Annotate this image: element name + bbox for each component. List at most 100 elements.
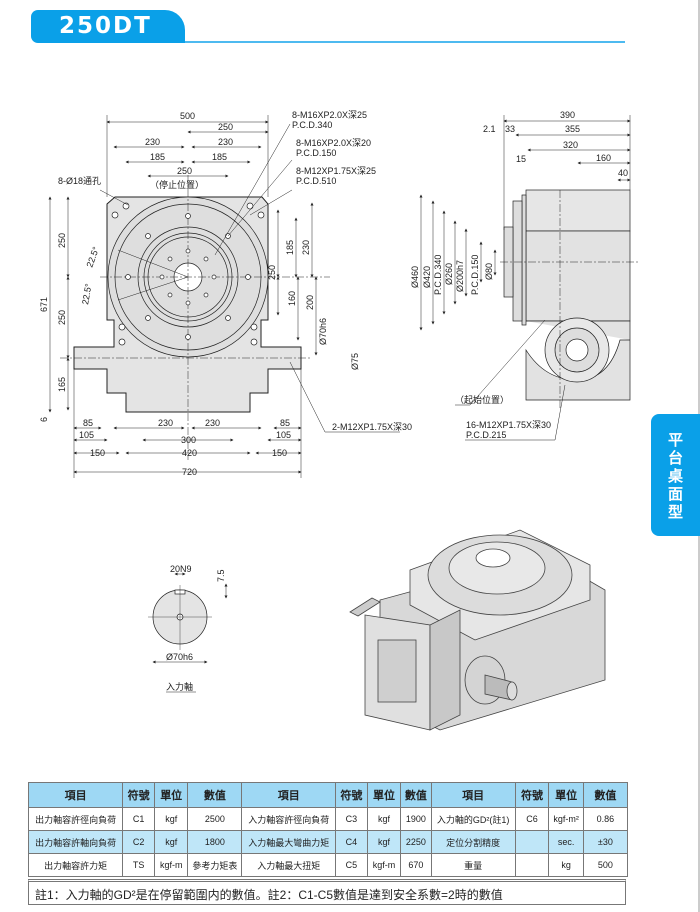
col-header: 單位	[366, 782, 402, 808]
cell: kgf	[366, 807, 402, 831]
callout-label: 8-M16XP2.0X深20	[296, 138, 371, 148]
model-header-tab: 250DT	[31, 10, 185, 43]
cell: 0.86	[582, 807, 629, 831]
cell: kgf	[154, 807, 189, 831]
isometric-render	[349, 529, 606, 731]
dim-label: 160	[596, 153, 611, 163]
spec-table: 項目 符號 單位 數值 項目 符號 單位 數值 項目 符號 單位 數值 出力軸容…	[27, 782, 629, 877]
cell: 出力軸容許力矩	[27, 853, 124, 877]
dim-label: 105	[276, 430, 291, 440]
spec-header-row: 項目 符號 單位 數值 項目 符號 單位 數值 項目 符號 單位 數值	[27, 782, 629, 808]
angle-label: 22.5°	[80, 282, 94, 305]
cell: 參考力矩表	[187, 853, 243, 877]
cell: kgf	[366, 830, 402, 854]
dim-label: 15	[516, 154, 526, 164]
col-header: 項目	[27, 782, 124, 808]
col-header: 數值	[582, 782, 629, 808]
cell: 入力軸的GD²(註1)	[430, 807, 516, 831]
cell	[514, 853, 550, 877]
dim-label: Ø260	[444, 263, 454, 285]
cell: 入力軸容許徑向負荷	[241, 807, 337, 831]
dim-label: 105	[79, 430, 94, 440]
shaft-detail-labels: 20N9 7.5 Ø70h6 入力軸	[166, 564, 226, 692]
dim-label: 230	[301, 240, 311, 255]
callout-label: P.C.D.150	[296, 148, 336, 158]
col-header: 單位	[154, 782, 189, 808]
model-title: 250DT	[59, 13, 152, 39]
cell	[514, 830, 550, 854]
dim-label: 2.1	[483, 124, 496, 134]
cell: 2250	[400, 830, 432, 854]
dim-label: P.C.D.340	[433, 255, 443, 295]
dim-label: 185	[150, 152, 165, 162]
start-position-label: （起始位置）	[455, 394, 509, 405]
cell: kgf-m	[154, 853, 189, 877]
tap-callout-label: 2-M12XP1.75X深30	[332, 422, 412, 432]
dim-label: 85	[83, 418, 93, 428]
through-hole-label: 8-Ø18通孔	[58, 176, 101, 186]
cell: 入力軸最大扭矩	[241, 853, 337, 877]
cell: 定位分割精度	[430, 830, 516, 854]
dim-label: 671	[39, 297, 49, 312]
dim-label: 185	[212, 152, 227, 162]
dim-label: 250	[267, 265, 277, 280]
dim-label: 230	[218, 137, 233, 147]
col-header: 單位	[548, 782, 584, 808]
stop-position-label: （停止位置）	[150, 179, 204, 190]
cell: C4	[335, 830, 368, 854]
dim-label: 150	[272, 448, 287, 458]
callout-label: P.C.D.215	[466, 430, 506, 440]
dim-label: 420	[182, 448, 197, 458]
cell: ±30	[582, 830, 629, 854]
cell: 670	[400, 853, 432, 877]
dim-label: 85	[280, 418, 290, 428]
dim-label: 40	[618, 168, 628, 178]
callout-label: P.C.D.340	[292, 120, 332, 130]
col-header: 項目	[241, 782, 337, 808]
side-view-labels: 390 2.1 33 355 15 320 160 40 Ø460 Ø420 P…	[410, 110, 628, 440]
angle-label: 22.5°	[84, 245, 101, 269]
dim-label: Ø70h6	[318, 318, 328, 345]
key-depth-label: 7.5	[216, 569, 226, 582]
dim-label: 200	[305, 295, 315, 310]
dim-label: 33	[505, 124, 515, 134]
dim-label: 320	[563, 140, 578, 150]
side-view	[419, 115, 640, 441]
dim-label: 250	[177, 166, 192, 176]
col-header: 符號	[335, 782, 368, 808]
cell: kgf-m	[366, 853, 402, 877]
dim-label: 500	[180, 111, 195, 121]
dim-label: Ø75	[350, 353, 360, 370]
dim-label: Ø420	[422, 266, 432, 288]
category-side-tab: 平台桌面型	[651, 414, 700, 536]
dim-label: 230	[145, 137, 160, 147]
cell: C3	[335, 807, 368, 831]
cell: 1800	[187, 830, 243, 854]
cell: kg	[548, 853, 584, 877]
input-shaft-detail	[148, 572, 228, 693]
dim-label: 250	[57, 310, 67, 325]
cell: C5	[335, 853, 368, 877]
col-header: 數值	[400, 782, 432, 808]
table-note: 註1：入力軸的GD²是在停留範圍内的數值。註2：C1-C5數值是達到安全系數=2…	[28, 879, 626, 905]
callout-label: 8-M12XP1.75X深25	[296, 166, 376, 176]
header-rule	[185, 41, 625, 43]
dim-label: 230	[158, 418, 173, 428]
cell: 出力軸容許軸向負荷	[27, 830, 124, 854]
col-header: 項目	[430, 782, 516, 808]
cell: kgf	[154, 830, 189, 854]
category-label: 平台桌面型	[667, 432, 683, 521]
dim-label: 355	[565, 124, 580, 134]
cell: 2500	[187, 807, 243, 831]
cell: 500	[582, 853, 629, 877]
cell: 1900	[400, 807, 432, 831]
technical-drawings: 500 250 230 230 185 185 250 （停止位置） 8-Ø18…	[39, 110, 640, 731]
callout-label: 16-M12XP1.75X深30	[466, 420, 551, 430]
dim-label: 160	[287, 291, 297, 306]
dim-label: 300	[181, 435, 196, 445]
cell: C1	[122, 807, 156, 831]
dim-label: 6	[39, 417, 49, 422]
dim-label: 165	[57, 377, 67, 392]
callout-label: P.C.D.510	[296, 176, 336, 186]
